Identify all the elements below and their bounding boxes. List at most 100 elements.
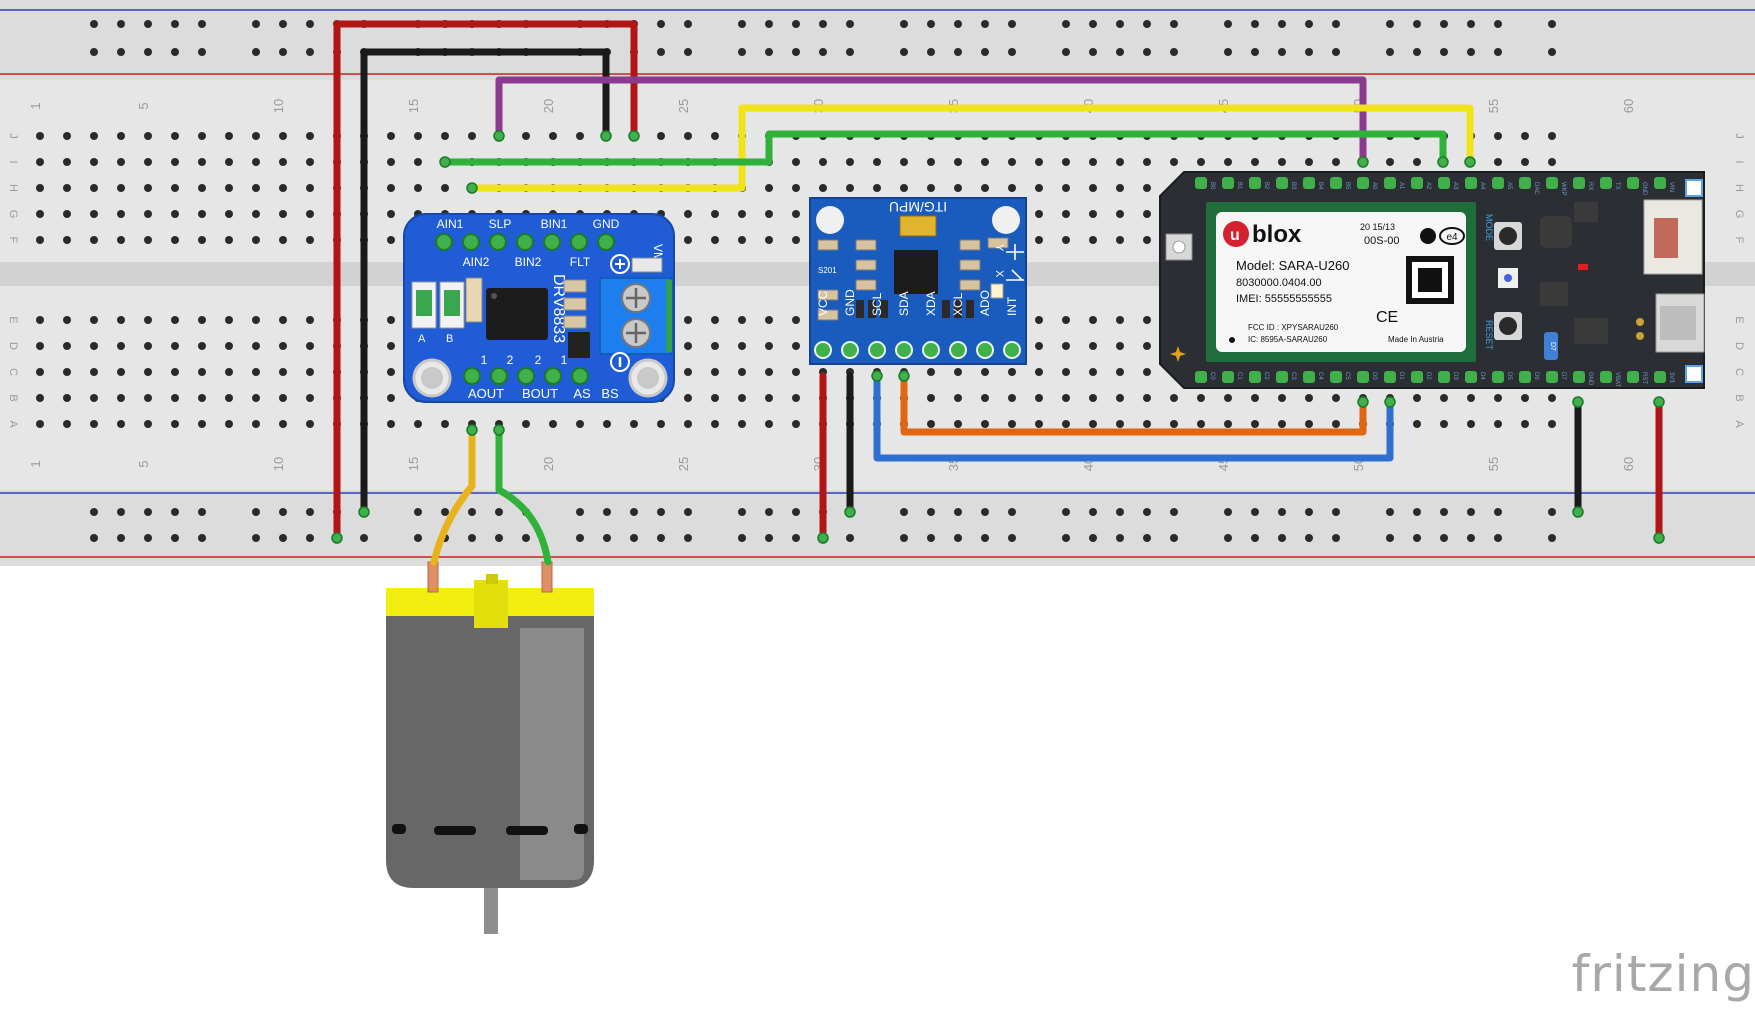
breadboard-hole[interactable]: [36, 420, 44, 428]
breadboard-hole[interactable]: [225, 132, 233, 140]
electron-top-pin[interactable]: [1654, 177, 1666, 189]
breadboard-hole[interactable]: [1332, 158, 1340, 166]
rail-hole[interactable]: [90, 48, 98, 56]
breadboard-hole[interactable]: [1062, 368, 1070, 376]
breadboard-hole[interactable]: [1116, 368, 1124, 376]
breadboard-hole[interactable]: [1035, 210, 1043, 218]
electron-top-pin[interactable]: [1600, 177, 1612, 189]
breadboard-hole[interactable]: [1521, 158, 1529, 166]
breadboard-hole[interactable]: [306, 342, 314, 350]
imu-pin-pad[interactable]: [949, 341, 967, 359]
breadboard-hole[interactable]: [36, 342, 44, 350]
rail-hole[interactable]: [1116, 48, 1124, 56]
breadboard-hole[interactable]: [1035, 184, 1043, 192]
breadboard-hole[interactable]: [171, 316, 179, 324]
breadboard-hole[interactable]: [90, 394, 98, 402]
electron-bottom-pin[interactable]: [1627, 371, 1639, 383]
breadboard-hole[interactable]: [711, 236, 719, 244]
breadboard-hole[interactable]: [873, 184, 881, 192]
breadboard-hole[interactable]: [306, 132, 314, 140]
breadboard-hole[interactable]: [1089, 184, 1097, 192]
rail-hole[interactable]: [90, 508, 98, 516]
rail-hole[interactable]: [1332, 534, 1340, 542]
rail-hole[interactable]: [981, 20, 989, 28]
rail-hole[interactable]: [171, 48, 179, 56]
breadboard-hole[interactable]: [1116, 184, 1124, 192]
breadboard-hole[interactable]: [1143, 342, 1151, 350]
breadboard-hole[interactable]: [792, 342, 800, 350]
rail-hole[interactable]: [171, 508, 179, 516]
rail-hole[interactable]: [1413, 508, 1421, 516]
electron-top-pin[interactable]: [1330, 177, 1342, 189]
electron-top-pin[interactable]: [1384, 177, 1396, 189]
breadboard-hole[interactable]: [144, 342, 152, 350]
breadboard-hole[interactable]: [1332, 394, 1340, 402]
breadboard-hole[interactable]: [387, 316, 395, 324]
breadboard-hole[interactable]: [765, 316, 773, 324]
breadboard-hole[interactable]: [63, 394, 71, 402]
breadboard-hole[interactable]: [306, 184, 314, 192]
rail-hole[interactable]: [900, 508, 908, 516]
breadboard-hole[interactable]: [63, 210, 71, 218]
breadboard-hole[interactable]: [252, 342, 260, 350]
breadboard-hole[interactable]: [873, 158, 881, 166]
breadboard-hole[interactable]: [90, 184, 98, 192]
breadboard-hole[interactable]: [1170, 420, 1178, 428]
wire-yellow[interactable]: [468, 104, 1474, 192]
rail-hole[interactable]: [927, 534, 935, 542]
breadboard-hole[interactable]: [711, 132, 719, 140]
breadboard-hole[interactable]: [117, 184, 125, 192]
breadboard-hole[interactable]: [198, 368, 206, 376]
rail-hole[interactable]: [1548, 508, 1556, 516]
rail-hole[interactable]: [738, 20, 746, 28]
breadboard-hole[interactable]: [1224, 158, 1232, 166]
breadboard-hole[interactable]: [1521, 132, 1529, 140]
drv-bottom-pad[interactable]: [490, 367, 508, 385]
rail-hole[interactable]: [819, 48, 827, 56]
breadboard-hole[interactable]: [1548, 420, 1556, 428]
rail-hole[interactable]: [279, 48, 287, 56]
rail-hole[interactable]: [1305, 534, 1313, 542]
electron-mode-button-cap[interactable]: [1499, 227, 1517, 245]
breadboard-hole[interactable]: [387, 158, 395, 166]
rail-hole[interactable]: [846, 20, 854, 28]
breadboard-hole[interactable]: [711, 420, 719, 428]
breadboard-hole[interactable]: [1035, 420, 1043, 428]
electron-bottom-pin[interactable]: [1573, 371, 1585, 383]
imu-pin-pad[interactable]: [976, 341, 994, 359]
breadboard-hole[interactable]: [765, 210, 773, 218]
rail-hole[interactable]: [1143, 534, 1151, 542]
imu-pin-pad[interactable]: [868, 341, 886, 359]
breadboard-hole[interactable]: [225, 342, 233, 350]
rail-hole[interactable]: [1305, 508, 1313, 516]
breadboard-hole[interactable]: [1143, 210, 1151, 218]
breadboard-hole[interactable]: [252, 420, 260, 428]
rail-hole[interactable]: [1467, 508, 1475, 516]
breadboard-hole[interactable]: [1035, 394, 1043, 402]
breadboard-hole[interactable]: [1035, 316, 1043, 324]
rail-hole[interactable]: [1251, 534, 1259, 542]
breadboard-hole[interactable]: [171, 342, 179, 350]
rail-hole[interactable]: [1251, 20, 1259, 28]
electron-bottom-pin[interactable]: [1654, 371, 1666, 383]
breadboard-hole[interactable]: [279, 132, 287, 140]
rail-hole[interactable]: [495, 534, 503, 542]
drv-top-pad[interactable]: [435, 233, 453, 251]
drv-top-pad[interactable]: [570, 233, 588, 251]
electron-top-pin[interactable]: [1573, 177, 1585, 189]
drv-top-pad[interactable]: [543, 233, 561, 251]
rail-hole[interactable]: [171, 534, 179, 542]
breadboard-hole[interactable]: [1143, 420, 1151, 428]
electron-bottom-pin[interactable]: [1303, 371, 1315, 383]
rail-hole[interactable]: [900, 534, 908, 542]
rail-hole[interactable]: [495, 508, 503, 516]
breadboard-hole[interactable]: [252, 132, 260, 140]
rail-hole[interactable]: [1224, 534, 1232, 542]
breadboard-hole[interactable]: [36, 158, 44, 166]
breadboard-hole[interactable]: [63, 236, 71, 244]
rail-hole[interactable]: [1089, 508, 1097, 516]
rail-hole[interactable]: [117, 48, 125, 56]
rail-hole[interactable]: [306, 20, 314, 28]
